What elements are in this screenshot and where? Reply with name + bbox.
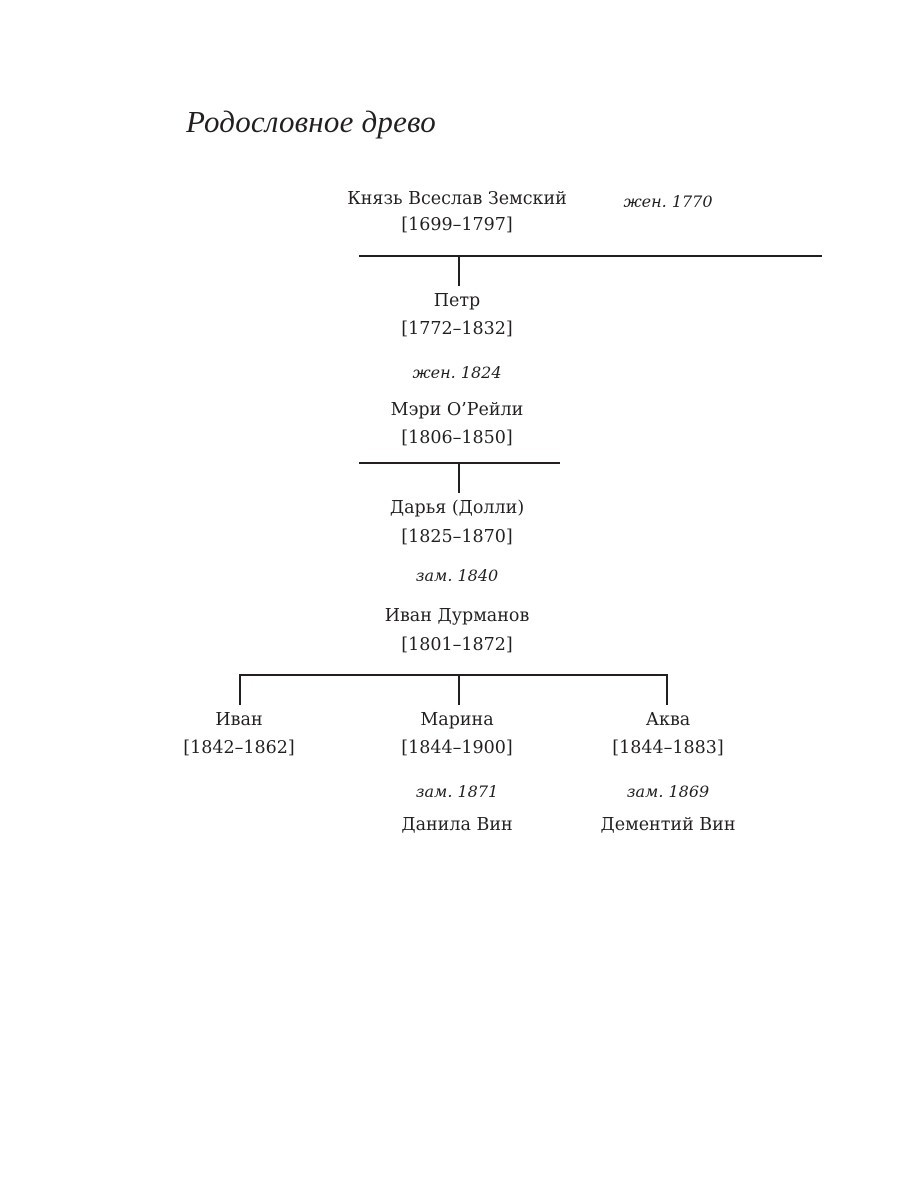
child-marina-marriage: зам. 1871 <box>415 782 499 801</box>
child-akva-dates: [1844–1883] <box>612 738 724 758</box>
root-descent-line <box>458 256 460 286</box>
daria-marriage: зам. 1840 <box>415 566 499 585</box>
child-akva-drop <box>666 675 668 705</box>
child-marina-drop <box>458 675 460 705</box>
root-union-line <box>359 255 822 257</box>
root-marriage: жен. 1770 <box>623 192 713 211</box>
child-ivan-drop <box>239 675 241 705</box>
child-marina-dates: [1844–1900] <box>401 738 513 758</box>
petr-marriage: жен. 1824 <box>412 363 502 382</box>
petr-spouse-name: Мэри О’Рейли <box>390 400 524 420</box>
child-ivan-dates: [1842–1862] <box>183 738 295 758</box>
daria-spouse-dates: [1801–1872] <box>401 635 513 655</box>
page-title: Родословное древо <box>186 104 436 139</box>
child-akva-name: Аква <box>645 710 691 730</box>
petr-descent-line <box>458 463 460 493</box>
petr-dates: [1772–1832] <box>401 319 513 339</box>
child-marina-spouse: Данила Вин <box>401 815 513 835</box>
daria-spouse-name: Иван Дурманов <box>384 606 530 626</box>
child-akva-marriage: зам. 1869 <box>626 782 710 801</box>
petr-union-line <box>359 462 560 464</box>
child-marina-name: Марина <box>420 710 494 730</box>
daria-name: Дарья (Долли) <box>389 498 525 518</box>
daria-dates: [1825–1870] <box>401 527 513 547</box>
children-line <box>239 674 668 676</box>
child-ivan-name: Иван <box>215 710 263 730</box>
petr-name: Петр <box>433 291 481 311</box>
root-name: Князь Всеслав Земский <box>347 189 567 209</box>
root-dates: [1699–1797] <box>401 215 513 235</box>
child-akva-spouse: Дементий Вин <box>600 815 736 835</box>
petr-spouse-dates: [1806–1850] <box>401 428 513 448</box>
